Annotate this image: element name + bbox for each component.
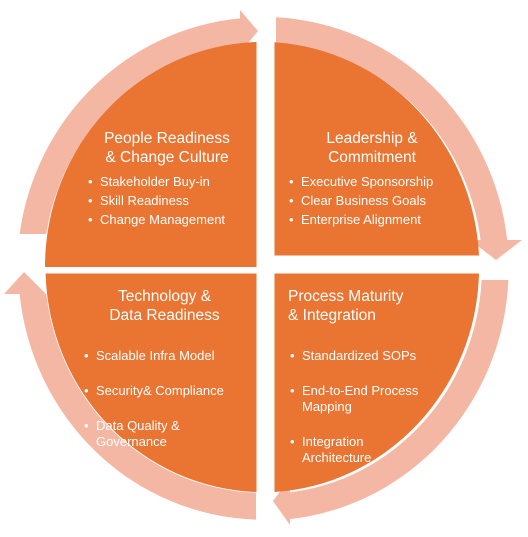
bullet-item: Integration Architecture [288, 434, 458, 466]
title-line: People Readiness [104, 130, 230, 147]
bullet-item: Scalable Infra Model [82, 348, 247, 364]
title-line: Commitment [328, 149, 416, 166]
quadrant-title: Technology & Data Readiness [82, 287, 247, 325]
quadrant-people-text: People Readiness & Change Culture Stakeh… [88, 129, 242, 231]
title-line: & Integration [288, 307, 376, 324]
quadrant-title: Process Maturity & Integration [288, 287, 458, 325]
bullet-list: Stakeholder Buy-in Skill Readiness Chang… [86, 174, 242, 228]
bullet-item: Change Management [86, 212, 242, 228]
arrow-bottom-clockwise [273, 280, 509, 525]
title-line: & Change Culture [105, 149, 229, 166]
arrow-left-clockwise [4, 272, 256, 520]
bullet-item: Stakeholder Buy-in [86, 174, 242, 190]
quadrant-process-text: Process Maturity & Integration Standardi… [288, 287, 458, 485]
title-line: Process Maturity [288, 288, 404, 305]
title-line: Leadership & [326, 130, 418, 147]
bullet-list: Executive Sponsorship Clear Business Goa… [287, 174, 457, 228]
quadrant-title: People Readiness & Change Culture [92, 129, 242, 167]
bullet-item: Security& Compliance [82, 383, 247, 399]
bullet-item: Skill Readiness [86, 193, 242, 209]
bullet-item: End-to-End Process Mapping [288, 383, 458, 415]
quadrant-leadership-text: Leadership & Commitment Executive Sponso… [287, 129, 457, 231]
bullet-item: Executive Sponsorship [287, 174, 457, 190]
bullet-list: Standardized SOPs End-to-End Process Map… [288, 332, 458, 485]
bullet-item: Enterprise Alignment [287, 212, 457, 228]
bullet-item: Data Quality & Governance [82, 418, 247, 450]
bullet-list: Scalable Infra Model Security& Complianc… [82, 332, 247, 469]
title-line: Data Readiness [109, 307, 220, 324]
bullet-item: Clear Business Goals [287, 193, 457, 209]
bullet-item: Standardized SOPs [288, 348, 458, 364]
arrow-right-clockwise [276, 17, 522, 260]
title-line: Technology & [117, 288, 212, 305]
quadrant-title: Leadership & Commitment [287, 129, 457, 167]
quadrant-people-readiness [44, 42, 262, 267]
arrow-top-clockwise [19, 10, 258, 234]
quadrant-technology-text: Technology & Data Readiness Scalable Inf… [82, 287, 247, 469]
